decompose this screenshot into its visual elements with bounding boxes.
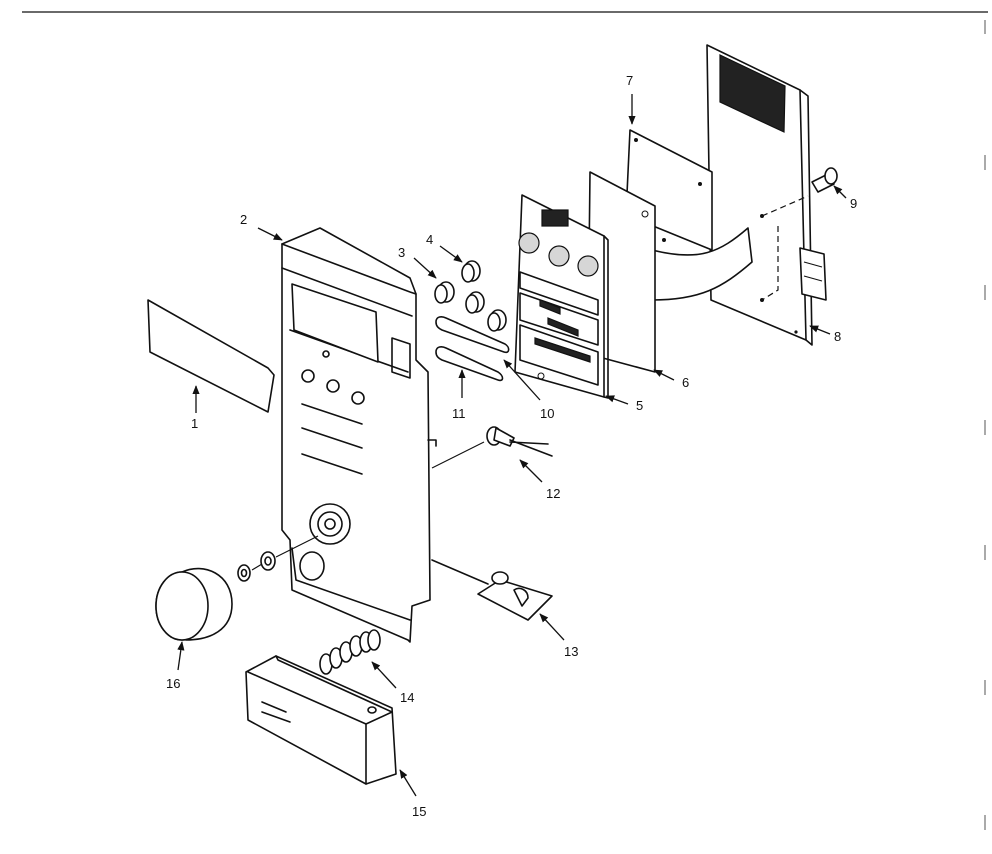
part-10-bar-key: [435, 316, 510, 354]
part-12-screw: [431, 426, 553, 469]
callout-6: 6: [682, 375, 689, 390]
callout-10: 10: [540, 406, 554, 421]
part-5-switch-panel: [514, 194, 609, 399]
callout-labels: 1 2 3 4 5 6 7 8 9 10 11 12 13 14 15 16: [166, 73, 857, 819]
callout-12: 12: [546, 486, 560, 501]
part-1-display-window: [147, 299, 275, 413]
callout-1: 1: [191, 416, 198, 431]
callout-16: 16: [166, 676, 180, 691]
callout-9: 9: [850, 196, 857, 211]
part-8-control-board: [706, 44, 827, 346]
callout-14: 14: [400, 690, 414, 705]
callout-5: 5: [636, 398, 643, 413]
part-11-bar-key: [435, 346, 504, 382]
part-9-screw: [811, 167, 838, 193]
part-4-knobs: [461, 260, 507, 332]
callout-7: 7: [626, 73, 633, 88]
part-16-knob: [155, 535, 319, 641]
part-13-latch: [431, 559, 553, 621]
part-3-knob: [434, 281, 455, 304]
callout-15: 15: [412, 804, 426, 819]
callout-3: 3: [398, 245, 405, 260]
part-14-spring: [319, 629, 381, 675]
callout-8: 8: [834, 329, 841, 344]
callout-11: 11: [452, 406, 466, 421]
callout-2: 2: [240, 212, 247, 227]
leader-arrows: [177, 94, 847, 797]
part-2-control-panel: [281, 227, 437, 643]
callout-4: 4: [426, 232, 433, 247]
part-15-cover: [245, 655, 397, 785]
callout-13: 13: [564, 644, 578, 659]
